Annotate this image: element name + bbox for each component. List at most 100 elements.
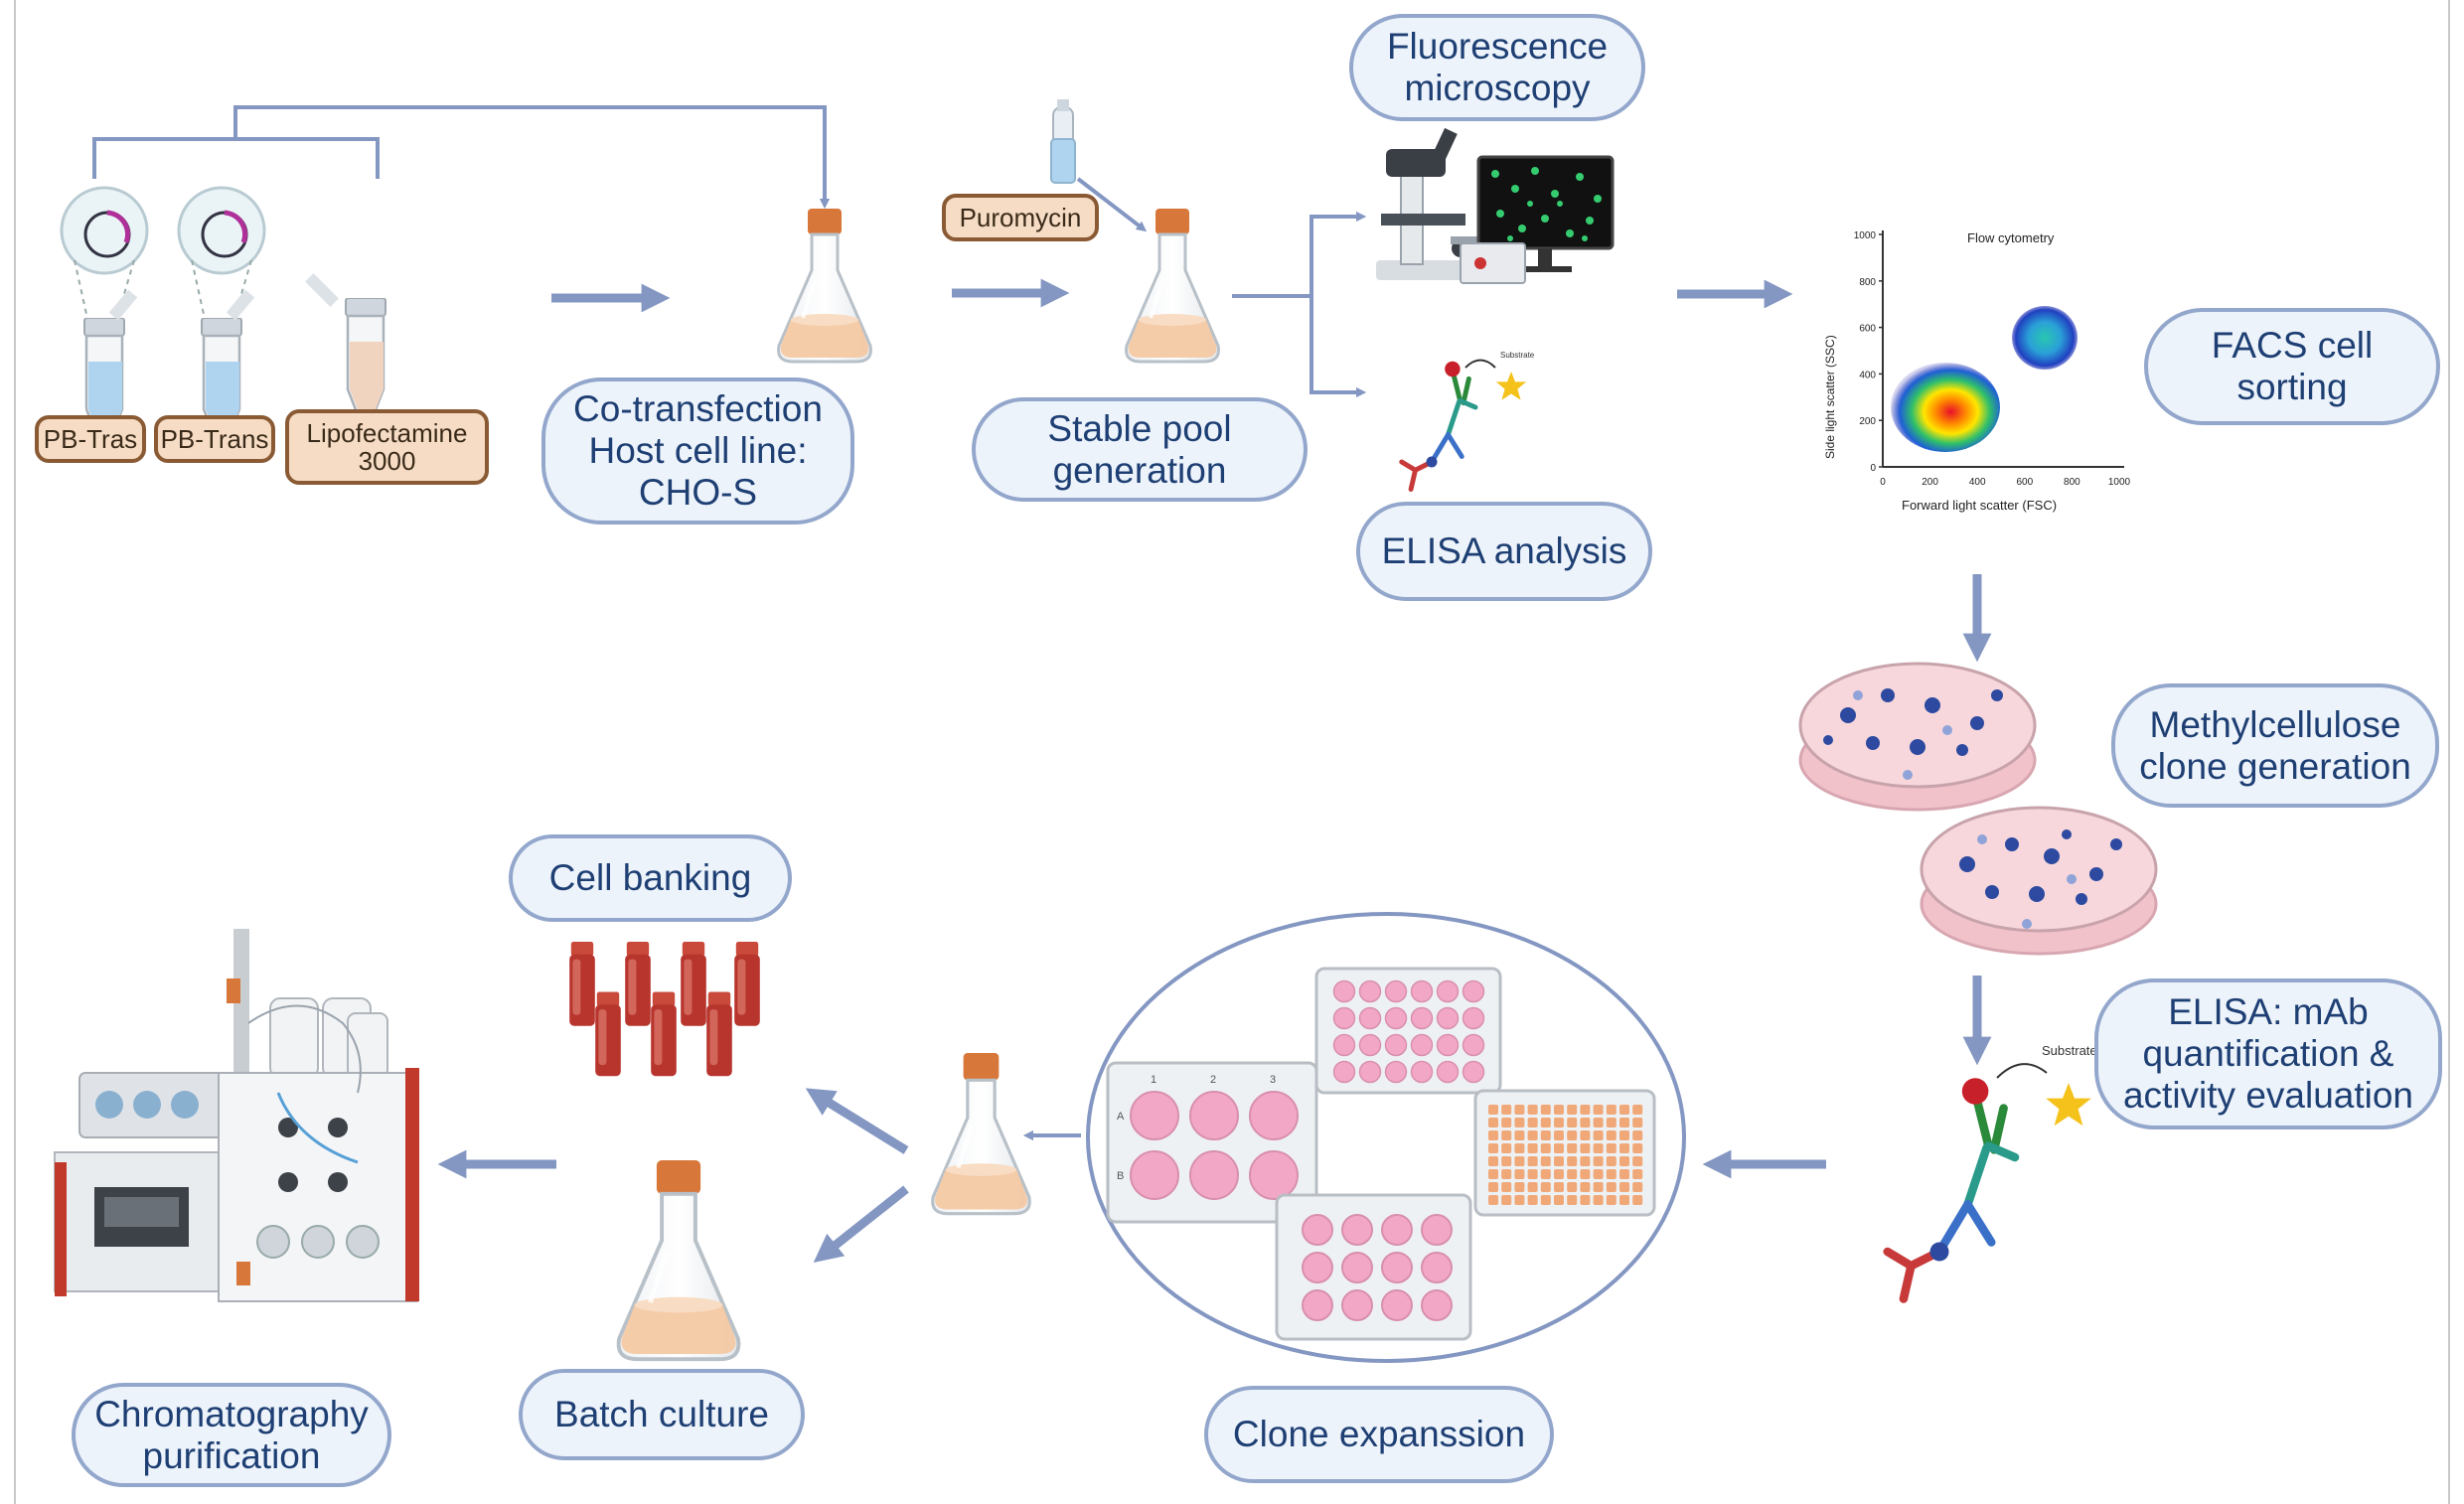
dropper-icon [1050, 99, 1148, 232]
well [1514, 1105, 1525, 1115]
well [1514, 1169, 1525, 1179]
well [1580, 1195, 1591, 1205]
flow-x-tick: 600 [2016, 477, 2033, 488]
label-chromatography: Chromatography purification [72, 1383, 391, 1487]
well [1593, 1182, 1604, 1192]
well [1527, 1118, 1538, 1128]
well [1540, 1130, 1551, 1140]
plasmid-2 [177, 186, 266, 329]
well [1381, 1252, 1413, 1283]
well [1567, 1143, 1578, 1153]
plate-row-label: B [1117, 1170, 1124, 1182]
well [1410, 979, 1434, 1003]
well [1606, 1105, 1617, 1115]
well [1527, 1169, 1538, 1179]
well [1619, 1156, 1629, 1166]
well [1540, 1118, 1551, 1128]
well [1606, 1169, 1617, 1179]
flow-x-tick: 200 [1922, 477, 1938, 488]
well [1501, 1195, 1512, 1205]
well [1488, 1156, 1498, 1166]
well [1384, 979, 1408, 1003]
flow-x-tick: 800 [2064, 477, 2080, 488]
flow-y-tick: 1000 [1854, 230, 1877, 241]
well [1501, 1118, 1512, 1128]
well [1593, 1130, 1604, 1140]
flask-expansion [933, 1053, 1030, 1214]
well [1540, 1182, 1551, 1192]
well [1514, 1195, 1525, 1205]
well [1384, 1006, 1408, 1030]
branch-connector [1232, 211, 1367, 398]
flow-y-tick: 200 [1859, 416, 1876, 427]
flow-plot-xlabel: Forward light scatter (FSC) [1902, 498, 2057, 513]
well [1554, 1182, 1564, 1192]
well [1341, 1252, 1373, 1283]
label-cotransfection: Co-transfection Host cell line: CHO-S [541, 377, 854, 525]
well [1619, 1169, 1629, 1179]
well [1567, 1156, 1578, 1166]
well [1130, 1091, 1179, 1140]
plate-12-well [1275, 1193, 1472, 1341]
well [1302, 1252, 1333, 1283]
well [1436, 1060, 1460, 1084]
well [1302, 1214, 1333, 1246]
tag-puromycin: Puromycin [942, 194, 1099, 241]
well [1488, 1143, 1498, 1153]
well [1619, 1182, 1629, 1192]
well [1619, 1105, 1629, 1115]
flow-y-tick: 600 [1859, 324, 1876, 335]
label-clone-expansion: Clone expanssion [1204, 1386, 1554, 1483]
flow-y-tick: 0 [1870, 463, 1876, 474]
well [1554, 1143, 1564, 1153]
well [1632, 1118, 1643, 1128]
flow-y-tick: 400 [1859, 370, 1876, 380]
well [1501, 1182, 1512, 1192]
plate-96-well [1473, 1089, 1656, 1217]
label-methylcellulose: Methylcellulose clone generation [2111, 683, 2439, 808]
label-stable-pool: Stable pool generation [972, 397, 1308, 502]
well [1567, 1105, 1578, 1115]
well [1554, 1169, 1564, 1179]
well [1606, 1118, 1617, 1128]
well [1421, 1289, 1453, 1321]
well [1619, 1130, 1629, 1140]
well [1527, 1182, 1538, 1192]
well [1302, 1289, 1333, 1321]
plasmid-1 [60, 186, 149, 329]
monitor-icon [1460, 155, 1615, 284]
well [1462, 1060, 1485, 1084]
well [1381, 1289, 1413, 1321]
well [1436, 1006, 1460, 1030]
petri-dish-2 [1920, 806, 2158, 956]
label-fluorescence-microscopy: Fluorescence microscopy [1349, 14, 1645, 121]
plate-24-well [1314, 967, 1502, 1095]
well [1384, 1060, 1408, 1084]
well [1421, 1214, 1453, 1246]
well [1501, 1143, 1512, 1153]
well [1488, 1105, 1498, 1115]
well [1462, 1033, 1485, 1057]
well [1593, 1118, 1604, 1128]
well [1332, 979, 1356, 1003]
well [1632, 1169, 1643, 1179]
well [1580, 1130, 1591, 1140]
well [1381, 1214, 1413, 1246]
petri-dish-1 [1798, 662, 2037, 812]
well [1540, 1143, 1551, 1153]
well [1421, 1252, 1453, 1283]
antibody-small-icon: Substrate [1402, 351, 1535, 490]
label-facs-sorting: FACS cell sorting [2144, 308, 2440, 425]
frame-left-border [14, 0, 16, 1504]
flow-plot-title: Flow cytometry [1967, 230, 2055, 245]
label-batch-culture: Batch culture [519, 1369, 805, 1460]
well [1189, 1091, 1239, 1140]
label-elisa-mab: ELISA: mAb quantification & activity eva… [2094, 978, 2442, 1129]
well [1632, 1130, 1643, 1140]
well [1514, 1130, 1525, 1140]
well [1462, 979, 1485, 1003]
well [1527, 1156, 1538, 1166]
well [1436, 1033, 1460, 1057]
well [1501, 1169, 1512, 1179]
